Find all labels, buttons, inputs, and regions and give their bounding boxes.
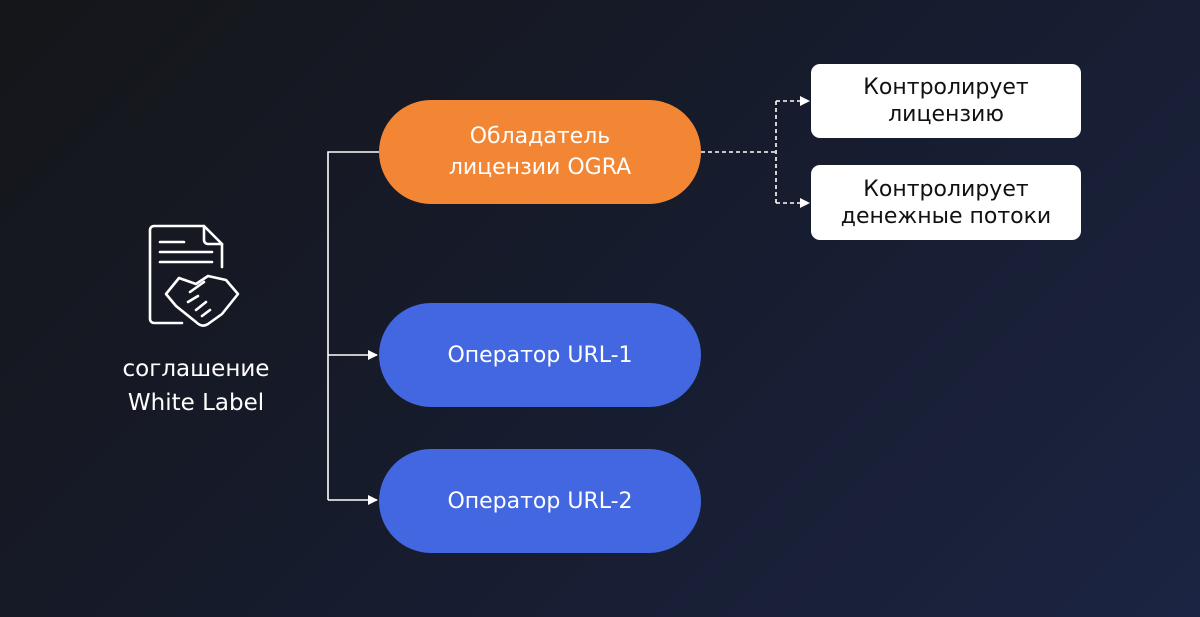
controls-cashflow-line2: денежные потоки [840,203,1052,229]
controls-cashflow-box: Контролирует денежные потоки [811,165,1081,240]
controls-license-line1: Контролирует [863,75,1029,100]
operator-url-1-label: Оператор URL-1 [447,342,633,368]
agreement-line1: соглашение [122,356,270,382]
controls-license-box: Контролирует лицензию [811,64,1081,138]
license-holder-line1: Обладатель [469,124,611,149]
agreement-line2: White Label [127,390,265,416]
dotted-link [701,101,777,203]
contract-handshake-icon [148,224,240,327]
operator-url-1-node: Оператор URL-1 [379,303,701,407]
controls-license-line2: лицензию [888,102,1004,127]
agreement-label: соглашение White Label [96,352,296,420]
license-holder-line2: лицензии OGRA [448,155,632,180]
trunk-line [327,151,379,500]
operator-url-2-node: Оператор URL-2 [379,449,701,553]
controls-cashflow-line1: Контролирует [863,176,1029,202]
license-holder-node: Обладатель лицензии OGRA [379,100,701,204]
operator-url-2-label: Оператор URL-2 [447,488,633,514]
